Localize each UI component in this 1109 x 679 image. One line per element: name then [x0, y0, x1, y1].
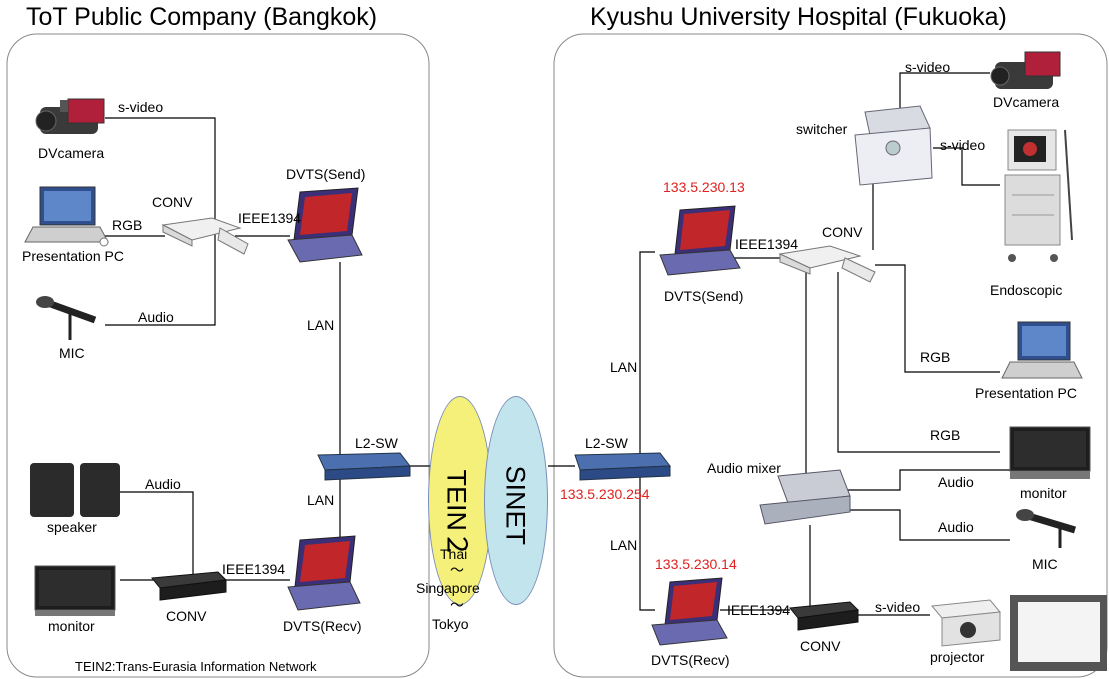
route-sep-2: ～: [450, 597, 464, 613]
tein2-network: [428, 396, 492, 605]
left-l2sw-label: L2-SW: [355, 435, 398, 451]
laptop-right-icon: [1001, 321, 1083, 379]
footnote: TEIN2:Trans-Eurasia Information Network: [75, 659, 317, 674]
bangkok-panel: [6, 33, 430, 678]
endoscopic-icon: [1004, 129, 1073, 262]
right-svideo-bottom-label: s-video: [875, 599, 921, 615]
right-conv-top-label: CONV: [822, 224, 863, 240]
right-l2sw-label: L2-SW: [585, 435, 628, 451]
microphone-icon: [36, 296, 97, 340]
left-wires: [105, 117, 440, 581]
right-rgb-top-label: RGB: [920, 349, 951, 365]
ip-switch: 133.5.230.254: [560, 486, 650, 502]
sinet-network: [484, 396, 548, 605]
right-endoscopic-label: Endoscopic: [990, 282, 1063, 298]
dvcamera-right-icon: [990, 51, 1061, 89]
right-lan-top-label: LAN: [610, 359, 638, 375]
l2-switch-right-icon: [574, 452, 671, 481]
left-presentation-pc-label: Presentation PC: [22, 248, 124, 264]
ip-recv: 133.5.230.14: [655, 556, 737, 572]
right-dvts-send-label: DVTS(Send): [664, 288, 744, 304]
right-switcher-label: switcher: [796, 121, 848, 137]
route-sep-1: ～: [450, 562, 464, 578]
right-rgb-bottom-label: RGB: [930, 427, 961, 443]
right-conv-bottom-label: CONV: [800, 638, 841, 654]
left-dvcamera-label: DVcamera: [38, 145, 105, 161]
right-audio-mixer-label: Audio mixer: [707, 460, 781, 476]
laptop-icon: [24, 186, 109, 247]
projector-icon: [931, 599, 1001, 647]
ip-send: 133.5.230.13: [663, 179, 745, 195]
dvts-recv-laptop-icon: [287, 535, 361, 611]
right-svideo-mid-label: s-video: [940, 137, 986, 153]
left-audio-top-label: Audio: [138, 309, 174, 325]
left-audio-bottom-label: Audio: [145, 476, 181, 492]
left-mic-label: MIC: [59, 345, 85, 361]
right-lan-bottom-label: LAN: [610, 537, 638, 553]
converter-box-icon: [151, 571, 228, 601]
switcher-icon: [854, 105, 933, 186]
converter-right-icon: [778, 245, 876, 283]
route-singapore: Singapore: [416, 580, 480, 596]
monitor-right-icon: [1009, 426, 1091, 479]
right-ieee1394-top-label: IEEE1394: [735, 236, 799, 252]
audio-mixer-icon: [759, 469, 851, 525]
left-ieee1394-bottom-label: IEEE1394: [222, 561, 286, 577]
bangkok-title: ToT Public Company (Bangkok): [26, 3, 378, 31]
left-monitor-label: monitor: [48, 618, 95, 634]
right-monitor-label: monitor: [1020, 485, 1067, 501]
monitor-icon: [34, 565, 116, 616]
left-conv-top-label: CONV: [152, 194, 193, 210]
fukuoka-panel: [553, 33, 1108, 678]
dvts-recv-laptop-right-icon: [651, 577, 728, 646]
fukuoka-title: Kyushu University Hospital (Fukuoka): [590, 3, 1007, 31]
left-lan-bottom-label: LAN: [307, 492, 335, 508]
tein2-label: TEIN２: [441, 469, 472, 559]
left-svideo-label: s-video: [118, 99, 164, 115]
left-conv-bottom-label: CONV: [166, 608, 207, 624]
right-projector-label: projector: [930, 649, 985, 665]
dvts-send-laptop-right-icon: [659, 205, 741, 276]
right-audio-2-label: Audio: [938, 519, 974, 535]
l2-switch-icon: [317, 452, 411, 481]
dvcamera-icon: [35, 98, 105, 134]
converter-box-right-icon: [789, 601, 860, 631]
left-ieee1394-top-label: IEEE1394: [238, 210, 302, 226]
left-speaker-label: speaker: [47, 519, 97, 535]
speaker-icon: [30, 463, 120, 517]
converter-icon: [161, 217, 249, 255]
screen-icon: [1010, 595, 1107, 671]
right-ieee1394-bottom-label: IEEE1394: [727, 602, 791, 618]
right-dvts-recv-label: DVTS(Recv): [651, 652, 730, 668]
microphone-right-icon: [1016, 509, 1077, 548]
left-dvts-recv-label: DVTS(Recv): [283, 618, 362, 634]
right-wires: [548, 72, 1010, 616]
left-lan-top-label: LAN: [307, 317, 335, 333]
route-thai: Thai: [440, 546, 468, 562]
right-audio-1-label: Audio: [938, 474, 974, 490]
right-mic-label: MIC: [1032, 556, 1058, 572]
dvts-send-laptop-icon: [287, 187, 363, 263]
right-presentation-pc-label: Presentation PC: [975, 385, 1077, 401]
route-tokyo: Tokyo: [432, 616, 469, 632]
sinet-label: SINET: [500, 465, 531, 546]
right-dvcamera-label: DVcamera: [993, 94, 1060, 110]
left-rgb-label: RGB: [112, 217, 143, 233]
right-svideo-top-label: s-video: [905, 59, 951, 75]
left-dvts-send-label: DVTS(Send): [286, 166, 366, 182]
